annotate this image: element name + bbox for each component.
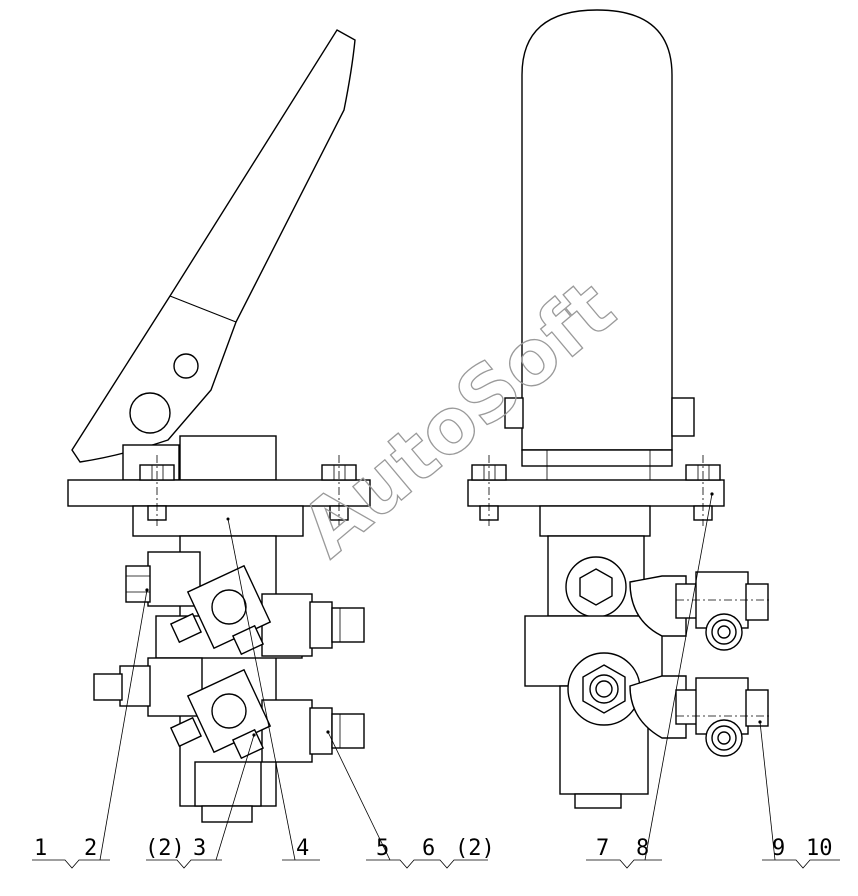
callout-1: 1: [34, 836, 47, 861]
plate-bolts: [139, 455, 357, 526]
callout-labels: 1 2 (2) 3 4 5 6 (2) 7 8 9 10: [34, 836, 833, 861]
right-view-valve-assembly: [467, 9, 770, 809]
valve-body-right: [524, 505, 687, 809]
callout-3: 3: [193, 836, 206, 861]
callout-9: 9: [772, 836, 785, 861]
callout-2b: (2): [455, 836, 495, 861]
mounting-plate: [67, 479, 371, 507]
hex-fitting-lower: [169, 668, 272, 760]
left-view-valve-assembly: [67, 29, 371, 823]
callout-6: 6: [422, 836, 435, 861]
callout-5: 5: [376, 836, 389, 861]
callout-4: 4: [296, 836, 309, 861]
upper-housing: [179, 435, 277, 481]
callout-2: 2: [84, 836, 97, 861]
callout-7: 7: [596, 836, 609, 861]
callout-baselines: [32, 859, 840, 869]
rubber-cover: [504, 9, 695, 480]
callout-2a: (2): [145, 836, 185, 861]
mounting-plate-right: [467, 479, 725, 507]
plate-bolts-right: [471, 455, 721, 526]
side-fitting-lower: [675, 677, 770, 757]
callout-10: 10: [806, 836, 833, 861]
pedal: [71, 29, 356, 481]
leader-lines: [99, 492, 776, 861]
side-fitting-upper: [675, 571, 770, 651]
callout-8: 8: [636, 836, 649, 861]
